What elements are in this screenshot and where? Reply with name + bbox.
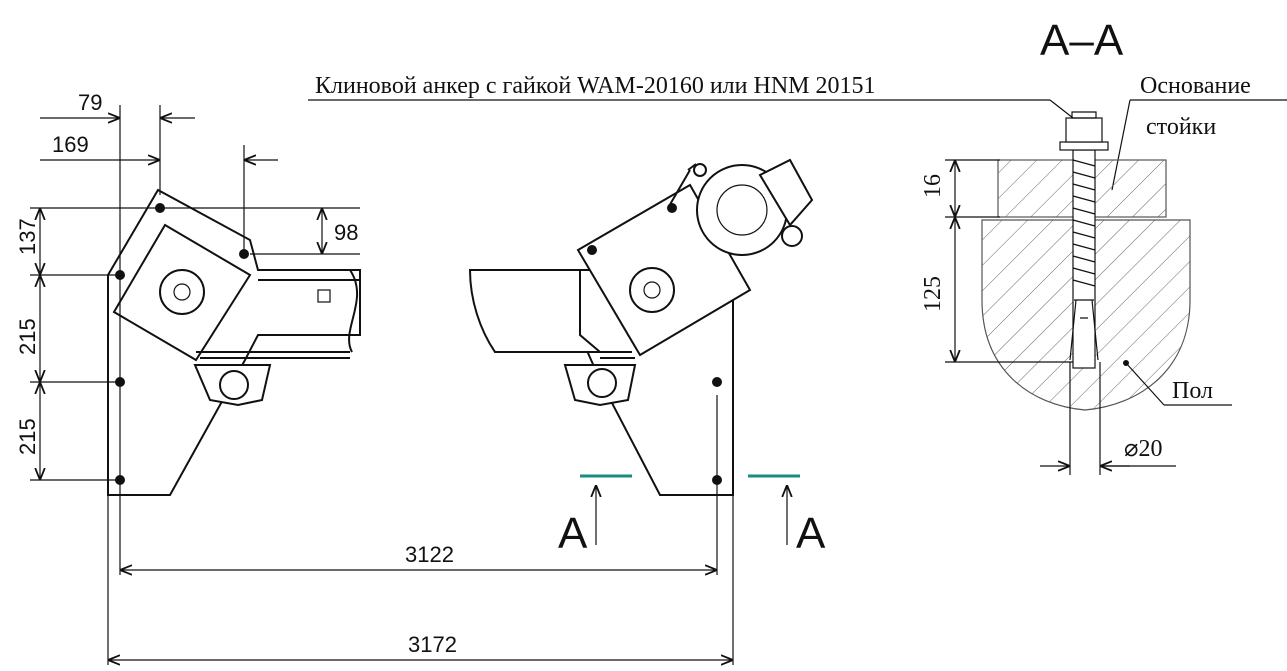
left-lug-hole [219,370,249,400]
floor-label: Пол [1172,378,1213,404]
diameter-label: ⌀20 [1124,436,1162,462]
dim-16: 16 [920,174,946,198]
left-anchor-dot-5 [239,249,249,259]
base-label-line2: стойки [1146,114,1216,140]
right-lever [667,163,697,209]
left-dial [159,269,205,315]
dim-3172: 3172 [408,632,457,657]
anchor-nut [1065,117,1103,143]
left-small-fitting [317,289,331,303]
dim-137: 137 [15,218,40,255]
dim-169: 169 [52,132,89,157]
dimension-texts: 79 169 98 3122 3172 137 215 215 [15,90,457,657]
right-reel-bracket [758,158,814,227]
dim-215-a: 215 [15,318,40,355]
right-anchor-dot-4 [667,203,677,213]
section-mark-left: А [558,509,588,558]
section-marks: А А [558,474,826,558]
right-anchor-dot-3 [587,245,597,255]
dim-79: 79 [78,90,102,115]
section-mark-right: А [796,509,826,558]
right-beam-profile [468,269,603,353]
right-dial [629,267,675,313]
dimension-lines [30,105,734,665]
dim-98: 98 [334,220,358,245]
right-post-assembly [468,158,814,496]
dim-125: 125 [920,276,946,312]
left-beam [196,269,360,359]
left-post-assembly [107,188,361,496]
dim-3122: 3122 [405,542,454,567]
section-a-a-view: A–A Клиновой анкер с гайкой WAM-20160 ил… [308,16,1287,475]
section-title: A–A [1040,16,1124,65]
anchor-washer [1059,141,1109,151]
right-anchor-dot-1 [712,377,722,387]
anchor-label: Клиновой анкер с гайкой WAM-20160 или HN… [315,73,876,99]
base-label-line1: Основание [1140,73,1251,99]
dim-215-b: 215 [15,418,40,455]
